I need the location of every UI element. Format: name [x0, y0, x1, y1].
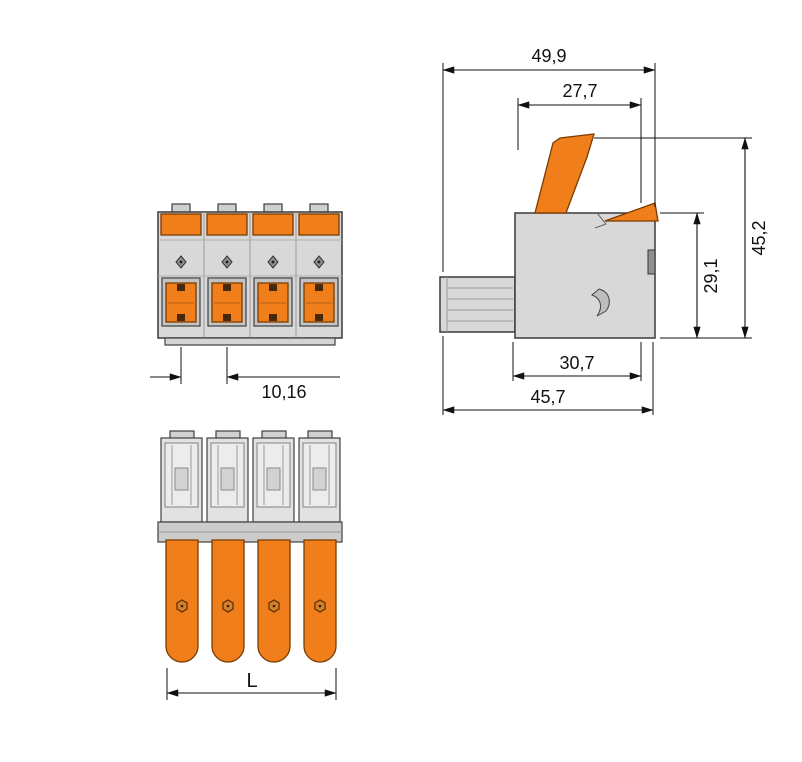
- dimension-overall-width: 49,9: [442, 46, 656, 272]
- housing-center-slots: [174, 467, 327, 491]
- lever-top: [252, 213, 294, 236]
- plug-ribs: [447, 287, 513, 322]
- lever-top: [206, 213, 248, 236]
- lever-hex-dots: [180, 604, 322, 608]
- dim-body-height-label: 29,1: [701, 258, 721, 293]
- test-ports: [175, 255, 325, 269]
- clamp-windows: [161, 277, 339, 327]
- dim-overall-depth-label: 45,7: [530, 387, 565, 407]
- test-port-dot: [317, 260, 321, 264]
- test-port-dot: [271, 260, 275, 264]
- dim-overall-width-label: 49,9: [531, 46, 566, 66]
- plan-levers: [165, 539, 337, 663]
- dimension-overall-height: 45,2: [594, 137, 769, 339]
- front-view: [157, 203, 343, 346]
- lever-hex-holes: [176, 599, 326, 613]
- clamp-slots: [177, 284, 323, 321]
- test-port-dot: [179, 260, 183, 264]
- plan-view: [157, 430, 343, 663]
- dim-overall-height-label: 45,2: [749, 220, 769, 255]
- dimension-body-height: 29,1: [660, 212, 721, 339]
- front-bottom-lip: [164, 337, 336, 346]
- side-slot: [647, 249, 656, 275]
- dimension-length: L: [166, 668, 337, 700]
- dim-body-depth-label: 30,7: [559, 353, 594, 373]
- latch-hook: [591, 288, 610, 317]
- dim-length-label: L: [246, 670, 257, 692]
- lever-top: [160, 213, 202, 236]
- dim-pitch-label: 10,16: [261, 382, 306, 402]
- housing-notch: [594, 212, 607, 229]
- plug-shroud: [439, 276, 516, 333]
- dimension-pitch: 10,16: [150, 347, 340, 402]
- dimension-overall-depth: 45,7: [442, 336, 654, 415]
- dimension-body-depth: 30,7: [512, 342, 642, 381]
- side-view: [439, 133, 659, 339]
- housing-inner-lines: [171, 445, 330, 505]
- dimension-lever-width: 27,7: [517, 81, 642, 203]
- test-port-dot: [225, 260, 229, 264]
- lever-cam-triangle: [604, 202, 659, 222]
- side-body: [514, 212, 656, 339]
- lever-top: [298, 213, 340, 236]
- plan-housings: [160, 430, 341, 523]
- dim-lever-width-label: 27,7: [562, 81, 597, 101]
- operating-lever: [534, 133, 595, 214]
